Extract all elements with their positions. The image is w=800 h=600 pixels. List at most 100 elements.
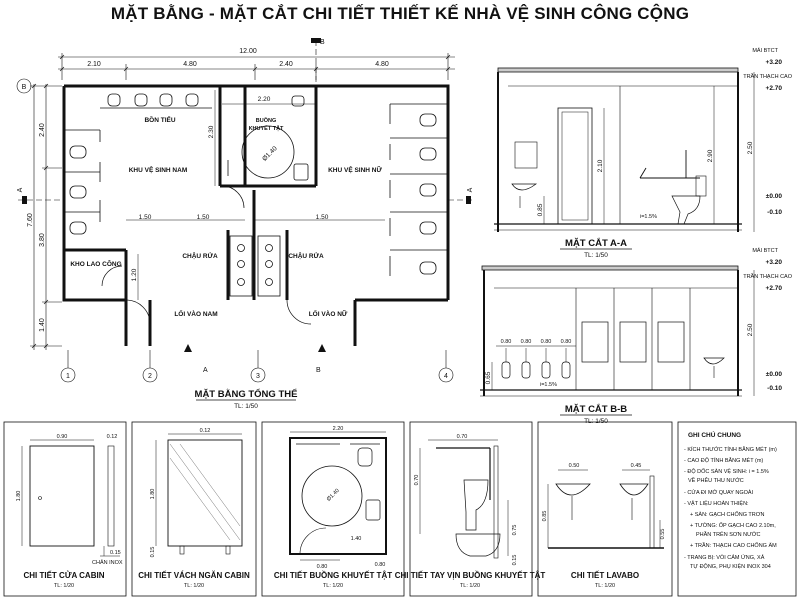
main-title: MẶT BẰNG - MẶT CẮT CHI TIẾT THIẾT KẾ NHÀ… bbox=[110, 4, 690, 23]
entry-female: LỐI VÀO NỮ bbox=[309, 308, 348, 318]
detail-lavabo-title: CHI TIẾT LAVABO bbox=[571, 570, 639, 580]
bb-btct: MÁI BTCT bbox=[752, 247, 778, 254]
lavabo-w2: 0.45 bbox=[631, 463, 642, 469]
booth-d3: 0.80 bbox=[375, 562, 386, 568]
dim-left-total: 7.60 bbox=[27, 213, 34, 227]
room-janitor: KHO LAO CÔNG bbox=[70, 259, 121, 268]
aa-250: 2.50 bbox=[747, 141, 754, 154]
cut-a-right: A bbox=[467, 187, 474, 192]
lavabo-h2: 0.55 bbox=[660, 529, 666, 540]
dim-220: 2.20 bbox=[258, 96, 271, 103]
booth-d2: 1.40 bbox=[351, 536, 362, 542]
bb-320: +3.20 bbox=[766, 259, 783, 266]
aa-slope: i=1.5% bbox=[640, 214, 657, 220]
detail-partition-title: CHI TIẾT VÁCH NGĂN CABIN bbox=[138, 570, 250, 580]
door-h: 1.80 bbox=[16, 491, 22, 502]
partition-t: 0.12 bbox=[200, 428, 211, 434]
plan-urinals bbox=[100, 93, 212, 109]
dim-left-3: 1.40 bbox=[39, 318, 46, 332]
door-t: 0.12 bbox=[107, 434, 118, 440]
cut-a-left: A bbox=[17, 187, 24, 192]
notes-title: GHI CHÚ CHUNG bbox=[688, 430, 741, 439]
section-bb-labels: MÁI BTCT +3.20 TRẦN THẠCH CAO +2.70 ±0.0… bbox=[485, 247, 793, 425]
axis-3: 3 bbox=[256, 373, 260, 380]
dim-top-1: 2.10 bbox=[87, 61, 101, 68]
section-aa-title: MẶT CẮT A-A bbox=[565, 238, 627, 249]
dim-left-2: 3.80 bbox=[39, 233, 46, 247]
plan-disabled-booth bbox=[227, 95, 309, 181]
room-sink-left: CHẬU RỬA bbox=[182, 251, 218, 260]
detail-door-scale: TL: 1/20 bbox=[54, 583, 74, 589]
floor-plan bbox=[16, 38, 474, 383]
axis-4: 4 bbox=[444, 373, 448, 380]
door-b: 0.15 bbox=[110, 550, 121, 556]
aa-ceiling: TRẦN THẠCH CAO bbox=[743, 73, 793, 80]
plan-sinks bbox=[229, 235, 281, 297]
section-bb-scale: TL: 1/50 bbox=[584, 418, 608, 425]
axis-b-top-label: B bbox=[320, 39, 325, 46]
plan-labels: B 12.00 2.10 4.80 2.40 4.80 B 2.40 3.80 … bbox=[17, 39, 474, 410]
room-sink-right: CHẬU RỬA bbox=[288, 251, 324, 260]
bb-250: 2.50 bbox=[747, 323, 754, 336]
note-line-11: - TRANG BỊ: VÒI CẢM ỨNG, XẢ bbox=[684, 554, 765, 561]
bb-270: +2.70 bbox=[766, 285, 783, 292]
section-bb-title: MẶT CẮT B-B bbox=[565, 404, 627, 415]
entry-male: LỐI VÀO NAM bbox=[174, 308, 217, 318]
plan-doors bbox=[101, 185, 312, 325]
bb-080-1: 0.80 bbox=[501, 339, 512, 345]
detail-lavabo-scale: TL: 1/20 bbox=[595, 583, 615, 589]
dim-mid-1: 1.50 bbox=[139, 214, 152, 221]
section-bb bbox=[480, 265, 755, 397]
note-line-12: TỰ ĐỘNG, PHỤ KIỆN INOX 304 bbox=[690, 562, 771, 570]
axis-b-left: B bbox=[22, 84, 27, 91]
plan-male-cabins bbox=[64, 129, 101, 235]
note-line-7: + SÀN: GẠCH CHỐNG TRƠN bbox=[690, 511, 764, 518]
detail-door-labels: 0.90 0.12 1.80 0.15 CHÂN INOX CHI TIẾT C… bbox=[16, 434, 123, 589]
dim-total-label: 12.00 bbox=[239, 48, 257, 55]
bb-slope: i=1.5% bbox=[540, 382, 557, 388]
detail-grab-scale: TL: 1/20 bbox=[460, 583, 480, 589]
grab-w: 0.70 bbox=[457, 434, 468, 440]
bb-080-2: 0.80 bbox=[521, 339, 532, 345]
room-disabled-l2: KHUYẾT TẬT bbox=[249, 125, 284, 132]
detail-booth-scale: TL: 1/20 bbox=[323, 583, 343, 589]
door-foot: CHÂN INOX bbox=[92, 559, 123, 566]
section-aa bbox=[494, 67, 755, 232]
bb-065: 0.65 bbox=[485, 371, 492, 384]
bb-080-3: 0.80 bbox=[541, 339, 552, 345]
note-line-6: - VẬT LIỆU HOÀN THIỆN: bbox=[684, 499, 749, 507]
detail-partition bbox=[155, 433, 243, 555]
cut-b-bottom: B bbox=[316, 367, 321, 374]
note-line-3: - ĐỘ DỐC SÀN VỆ SINH: i = 1.5% bbox=[684, 467, 769, 475]
booth-w: 2.20 bbox=[333, 426, 344, 432]
detail-panel-borders bbox=[3, 421, 797, 597]
plan-female-cabins bbox=[389, 103, 448, 276]
dim-left-1: 2.40 bbox=[39, 123, 46, 137]
grab-h2: 0.75 bbox=[512, 525, 518, 536]
aa-010: -0.10 bbox=[767, 209, 782, 216]
detail-booth-labels: 2.20 Ø1.40 0.80 1.40 0.80 CHI TIẾT BUỒNG… bbox=[274, 426, 392, 589]
detail-booth-title: CHI TIẾT BUỒNG KHUYẾT TẬT bbox=[274, 570, 392, 580]
aa-320: +3.20 bbox=[766, 59, 783, 66]
bb-080-4: 0.80 bbox=[561, 339, 572, 345]
section-aa-labels: MÁI BTCT +3.20 TRẦN THẠCH CAO +2.70 ±0.0… bbox=[537, 47, 793, 259]
grab-h1: 0.70 bbox=[414, 475, 420, 486]
cut-a-bottom: A bbox=[203, 367, 208, 374]
booth-d1: 0.80 bbox=[317, 564, 328, 570]
plan-inner-dimensions bbox=[126, 90, 385, 300]
plan-title: MẶT BẰNG TỔNG THỂ bbox=[195, 388, 298, 400]
dim-230: 2.30 bbox=[208, 125, 215, 138]
grab-h3: 0.15 bbox=[512, 555, 518, 566]
dim-top-3: 2.40 bbox=[279, 61, 293, 68]
detail-door bbox=[21, 439, 120, 557]
plan-axes bbox=[16, 40, 474, 383]
plan-left-dimensions bbox=[30, 83, 62, 350]
booth-dia: Ø1.40 bbox=[326, 488, 341, 503]
note-line-5: - CỬA ĐI MỞ QUAY NGOÀI bbox=[684, 489, 754, 496]
bb-010: -0.10 bbox=[767, 385, 782, 392]
dim-120: 1.20 bbox=[131, 268, 138, 281]
note-line-9: PHẦN TRÊN SƠN NƯỚC bbox=[696, 530, 760, 538]
partition-b: 0.15 bbox=[150, 547, 156, 558]
aa-210: 2.10 bbox=[597, 159, 604, 172]
